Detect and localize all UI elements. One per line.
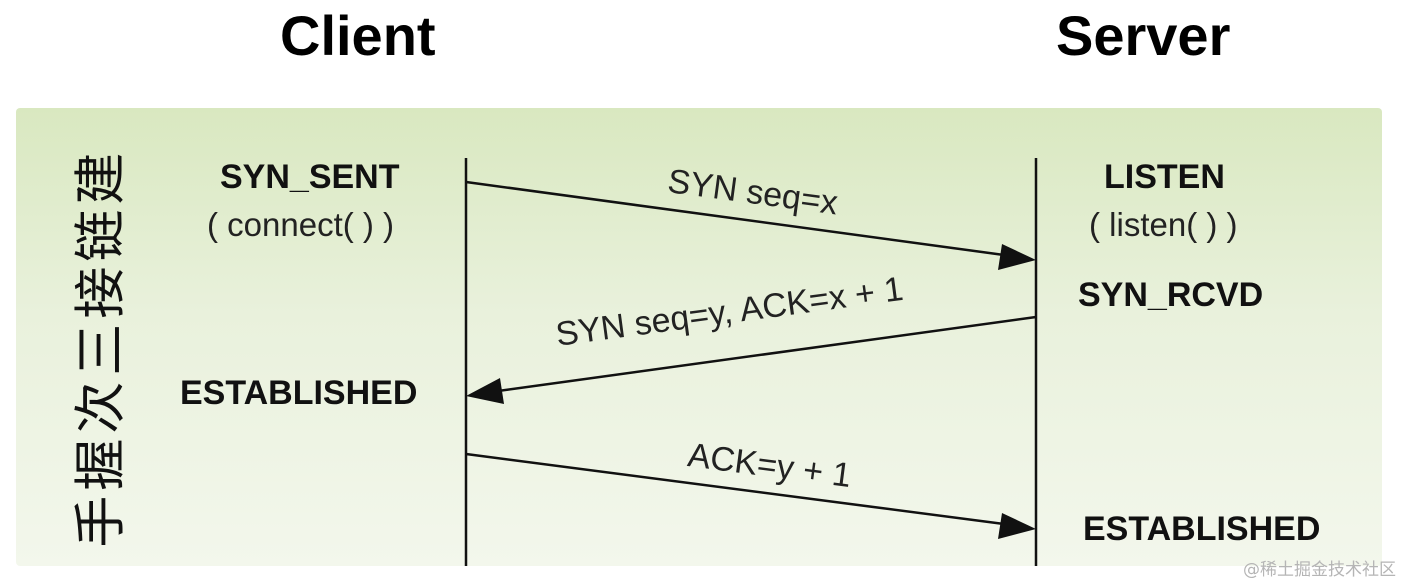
syn-ack-arrow: [466, 315, 1037, 404]
watermark-text: @稀土掘金技术社区: [1243, 560, 1396, 580]
ack-arrow: [465, 452, 1036, 539]
client-connect-call: ( connect( ) ): [207, 206, 395, 243]
server-title: Server: [1056, 4, 1231, 67]
server-listen-call: ( listen( ) ): [1089, 206, 1238, 243]
client-state-syn-sent: SYN_SENT: [220, 158, 400, 196]
arrowhead-icon: [998, 244, 1036, 270]
arrowhead-icon: [466, 378, 504, 404]
client-state-established: ESTABLISHED: [180, 374, 418, 412]
handshake-panel: [16, 108, 1382, 566]
syn-arrow: [465, 180, 1036, 270]
server-state-established: ESTABLISHED: [1083, 510, 1321, 548]
arrowhead-icon: [998, 513, 1036, 539]
server-state-syn-rcvd: SYN_RCVD: [1078, 276, 1264, 314]
server-state-listen: LISTEN: [1104, 158, 1225, 196]
client-title: Client: [280, 4, 436, 67]
